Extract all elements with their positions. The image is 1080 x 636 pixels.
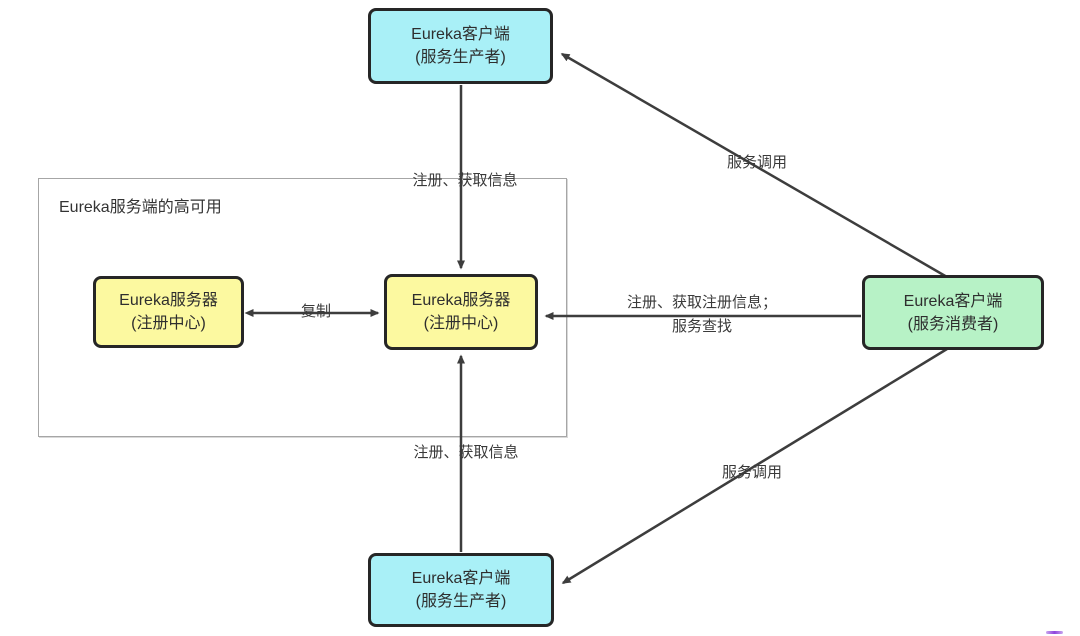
edge-label-consumer-register: 注册、获取注册信息； 服务查找 [627, 291, 777, 339]
node-title: Eureka服务器 [411, 292, 511, 309]
ha-group-frame: Eureka服务端的高可用 [38, 178, 567, 437]
node-title: Eureka客户端 [411, 26, 510, 43]
node-eureka-server-center: Eureka服务器 (注册中心) [384, 274, 538, 350]
node-eureka-client-producer-top: Eureka客户端 (服务生产者) [368, 8, 553, 84]
node-title: Eureka服务器 [119, 292, 218, 309]
arrow-invoke-top [560, 52, 948, 279]
edge-label-consumer-register-line1: 注册、获取注册信息； [626, 294, 778, 311]
node-title: Eureka客户端 [411, 570, 511, 587]
node-subtitle: (注册中心) [131, 315, 206, 332]
node-subtitle: (注册中心) [423, 315, 499, 332]
purple-mark [1046, 631, 1063, 634]
node-subtitle: (服务生产者) [415, 49, 506, 66]
node-subtitle: (服务消费者) [907, 315, 999, 333]
node-eureka-client-consumer: Eureka客户端 (服务消费者) [862, 275, 1044, 350]
node-eureka-server-left: Eureka服务器 (注册中心) [93, 276, 244, 348]
ha-group-label: Eureka服务端的高可用 [59, 199, 222, 216]
edge-label-register-top: 注册、获取信息 [412, 172, 518, 189]
edge-label-invoke-bottom: 服务调用 [721, 464, 783, 481]
arrow-invoke-bottom [561, 347, 948, 585]
edge-label-register-bottom: 注册、获取信息 [413, 444, 519, 461]
node-eureka-client-producer-bottom: Eureka客户端 (服务生产者) [368, 553, 554, 627]
edge-label-consumer-register-line2: 服务查找 [671, 318, 733, 335]
node-subtitle: (服务生产者) [415, 593, 507, 610]
edge-label-replicate: 复制 [300, 303, 332, 320]
node-title: Eureka客户端 [903, 292, 1003, 310]
edge-label-invoke-top: 服务调用 [726, 154, 788, 171]
